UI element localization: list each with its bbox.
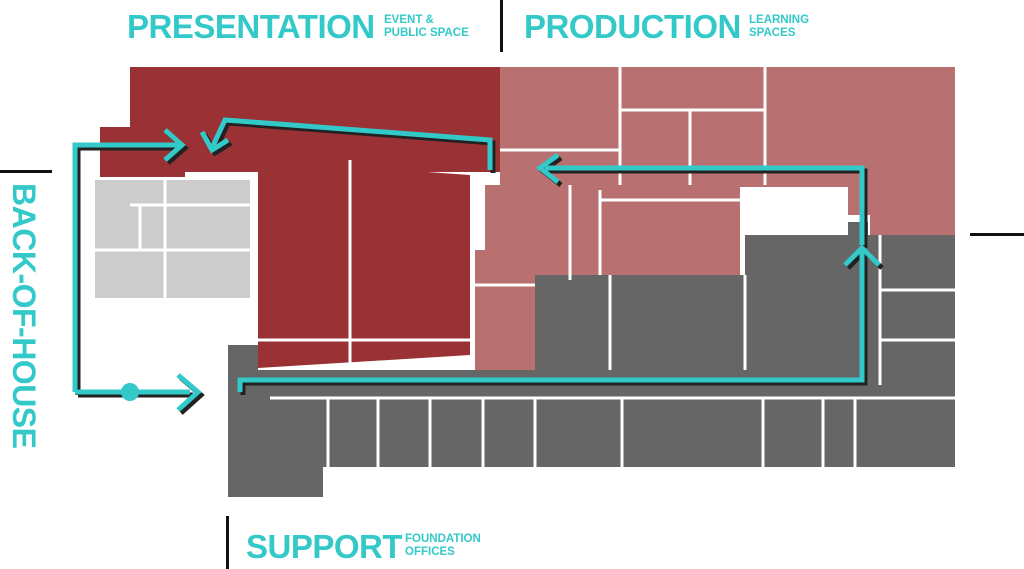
interior-walls <box>95 67 955 467</box>
divider-right <box>970 233 1024 236</box>
support-subtitle-2: OFFICES <box>405 546 455 558</box>
presentation-subtitle-2: PUBLIC SPACE <box>384 27 469 39</box>
start-point-marker <box>121 383 139 401</box>
presentation-title: PRESENTATION <box>127 8 375 45</box>
production-subtitle-2: SPACES <box>749 27 796 39</box>
presentation-subtitle-1: EVENT & <box>384 14 434 26</box>
back-of-house-title: BACK-OF-HOUSE <box>6 183 42 449</box>
support-title: SUPPORT <box>246 528 403 565</box>
back-of-house-area <box>95 180 250 298</box>
production-subtitle-1: LEARNING <box>749 14 810 26</box>
circulation-path <box>72 117 884 415</box>
production-title: PRODUCTION <box>524 8 741 45</box>
support-subtitle-1: FOUNDATION <box>405 533 481 545</box>
divider-bottom <box>226 516 229 569</box>
divider-top <box>500 0 503 52</box>
divider-left <box>0 170 52 173</box>
presentation-area <box>100 67 500 368</box>
